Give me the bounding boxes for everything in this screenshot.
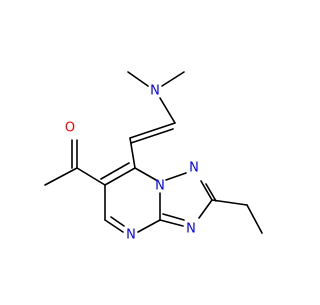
triazole-n4-label: N	[186, 222, 196, 237]
structure-diagram: N O N N N N	[44, 71, 263, 243]
bond-c7-c6	[104, 167, 136, 186]
atom-labels: N O N N N N	[65, 84, 199, 243]
bond-c5-n4-double	[110, 216, 125, 227]
bond-carbonyl-methyl	[44, 167, 78, 186]
bond-n-vinyl	[159, 97, 176, 124]
bond-vinyl-double-1	[129, 122, 176, 139]
triazole-n2-label: N	[189, 161, 199, 176]
bond-n8a-c7	[134, 167, 157, 181]
bond-ch2-ch3	[246, 204, 263, 234]
bond-c2-ch2	[211, 199, 248, 206]
molecule-drawing: N O N N N N	[44, 71, 263, 243]
bond-vinyl-double-2	[130, 128, 174, 144]
triazole-n1-label: N	[155, 179, 165, 194]
bond-n4-c3a	[137, 219, 161, 233]
pyrimidine-nitrogen-label: N	[126, 228, 136, 243]
bond-n3-c3a	[159, 219, 184, 227]
bond-n3-c3a-double	[162, 213, 185, 221]
bond-vinyl-ring	[129, 137, 136, 169]
bond-c5-n4	[104, 219, 124, 233]
carbonyl-oxygen-label: O	[65, 121, 75, 136]
bond-n-methyl-left	[127, 71, 149, 87]
bond-lines	[44, 71, 263, 234]
bond-n-methyl-right	[161, 71, 185, 87]
amine-nitrogen-label: N	[150, 84, 160, 99]
bond-n8a-n1	[165, 172, 187, 181]
bond-c6-carbonyl	[76, 167, 106, 186]
bond-c2-n3	[198, 199, 213, 219]
bond-c7-c6-double	[100, 162, 130, 180]
bond-n2-c2-double	[205, 183, 217, 202]
bond-n2-c2	[200, 180, 213, 201]
